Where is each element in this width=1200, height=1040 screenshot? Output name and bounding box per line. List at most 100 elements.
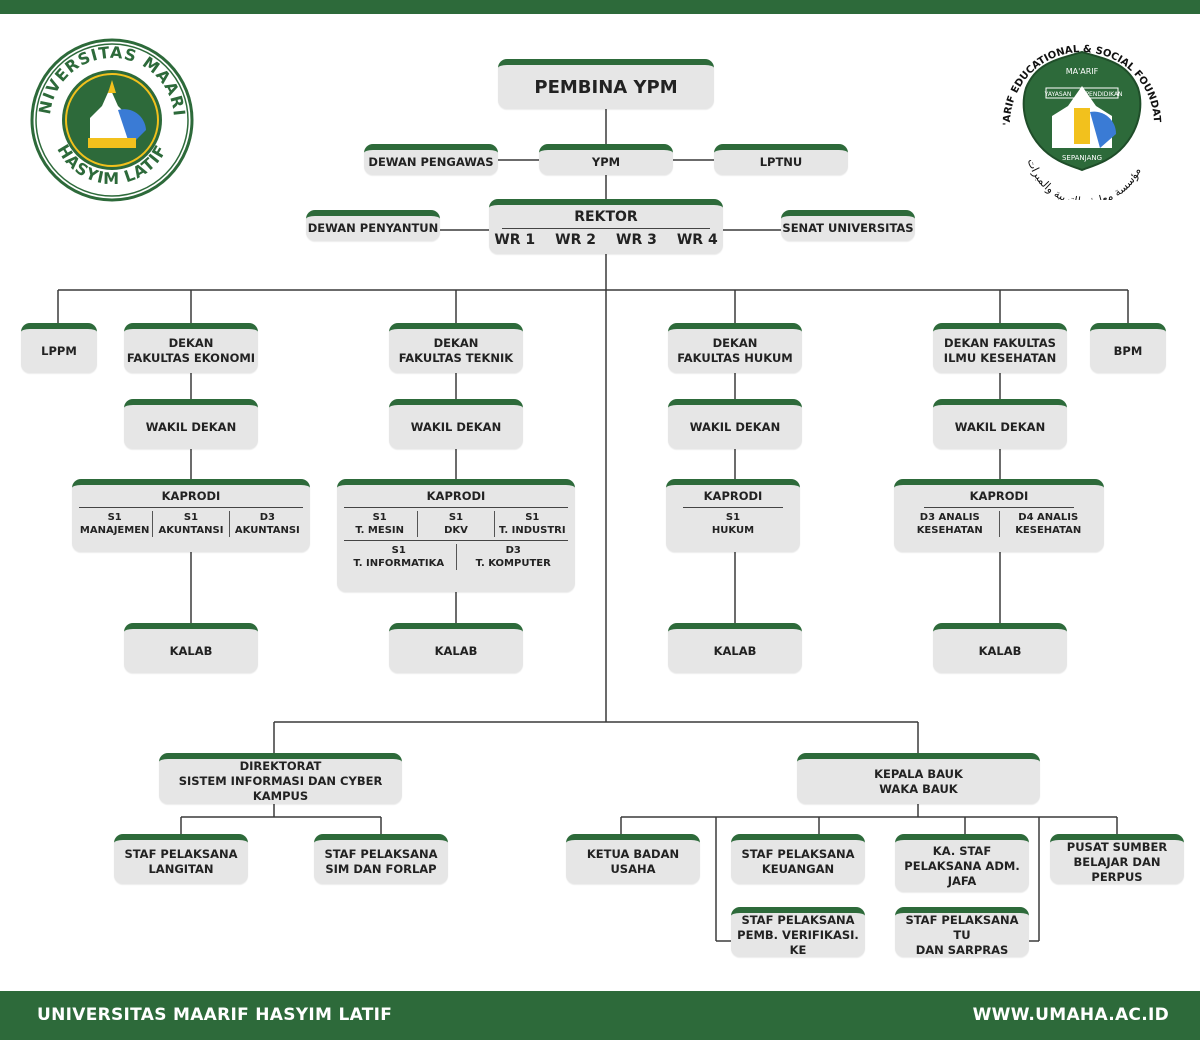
staf-langitan-box: STAF PELAKSANA LANGITAN [114, 834, 248, 884]
dekan-teknik-line1: DEKAN [433, 336, 479, 350]
university-logo: UNIVERSITAS MAARIF HASYIM LATIF [30, 38, 194, 202]
direktorat-line1: DIREKTORAT [239, 759, 322, 773]
pusat-sumber-line1: PUSAT SUMBER [1066, 839, 1168, 854]
prodi-s1-t-industri: S1 T. INDUSTRI [493, 511, 570, 537]
dekan-ekonomi-line1: DEKAN [168, 336, 214, 350]
senat-universitas-label: SENAT UNIVERSITAS [782, 221, 914, 235]
kaprodi-kesehatan-box: KAPRODI D3 ANALIS KESEHATAN D4 ANALIS KE… [894, 479, 1104, 552]
footer-website-link[interactable]: WWW.UMAHA.AC.ID [972, 1005, 1169, 1025]
staf-sim-line1: STAF PELAKSANA [324, 847, 438, 861]
kalab-hukum-box: KALAB [668, 623, 802, 673]
wakil-dekan-hukum-box: WAKIL DEKAN [668, 399, 802, 449]
bauk-box: KEPALA BAUK WAKA BAUK [797, 753, 1040, 804]
lptnu-box: LPTNU [714, 144, 848, 175]
dekan-hukum-box: DEKAN FAKULTAS HUKUM [668, 323, 802, 373]
ypm-box: YPM [539, 144, 673, 175]
wakil-dekan-teknik-box: WAKIL DEKAN [389, 399, 523, 449]
footer-bar: UNIVERSITAS MAARIF HASYIM LATIF WWW.UMAH… [0, 991, 1200, 1040]
bauk-line2: WAKA BAUK [879, 781, 958, 796]
prodi-name: T. INDUSTRI [499, 525, 566, 536]
prodi-degree: D4 ANALIS [1018, 512, 1079, 523]
prodi-degree: S1 [183, 512, 199, 523]
lppm-label: LPPM [41, 343, 77, 358]
kaprodi-hukum-title: KAPRODI [703, 489, 763, 503]
prodi-name: KESEHATAN [1015, 525, 1082, 536]
ketua-badan-line2: USAHA [610, 862, 656, 876]
prodi-d3-t-komputer: D3 T. KOMPUTER [455, 544, 571, 570]
logo-right-label-left: YAYASAN [1044, 91, 1072, 98]
wakil-dekan-ekonomi-box: WAKIL DEKAN [124, 399, 258, 449]
dekan-kesehatan-line1: DEKAN FAKULTAS [944, 336, 1056, 350]
dekan-ekonomi-box: DEKAN FAKULTAS EKONOMI [124, 323, 258, 373]
wr-1-label: WR 1 [494, 232, 536, 248]
staf-verifikasi-box: STAF PELAKSANA PEMB. VERIFIKASI. KE [731, 907, 865, 957]
lptnu-label: LPTNU [759, 155, 803, 169]
direktorat-box: DIREKTORAT SISTEM INFORMASI DAN CYBER KA… [159, 753, 402, 804]
prodi-degree: D3 ANALIS [919, 512, 980, 523]
dewan-pengawas-box: DEWAN PENGAWAS [364, 144, 498, 175]
kaprodi-hukum-box: KAPRODI S1 HUKUM [666, 479, 800, 552]
pusat-sumber-box: PUSAT SUMBER BELAJAR DAN PERPUS [1050, 834, 1184, 884]
staf-langitan-line2: LANGITAN [148, 862, 214, 876]
staf-tu-line2: DAN SARPRAS [915, 942, 1009, 957]
rektor-label: REKTOR [574, 209, 638, 225]
kalab-kesehatan-box: KALAB [933, 623, 1067, 673]
kalab-ekonomi-box: KALAB [124, 623, 258, 673]
prodi-name: DKV [444, 525, 468, 536]
kaprodi-teknik-box: KAPRODI S1 T. MESIN S1 DKV S1 T. INDUSTR… [337, 479, 575, 592]
ka-staf-line3: JAFA [947, 873, 977, 888]
foundation-logo: MA'ARIF EDUCATIONAL & SOCIAL FOUNDATION … [996, 30, 1162, 200]
prodi-degree: S1 [525, 512, 540, 523]
staf-sim-line2: SIM DAN FORLAP [325, 862, 437, 876]
pusat-sumber-line2: BELAJAR DAN PERPUS [1073, 854, 1161, 884]
dekan-hukum-line2: FAKULTAS HUKUM [677, 351, 793, 365]
kaprodi-teknik-title: KAPRODI [426, 489, 486, 503]
wakil-dekan-kesehatan-box: WAKIL DEKAN [933, 399, 1067, 449]
kalab-kesehatan-label: KALAB [978, 643, 1022, 658]
prodi-degree: D3 [259, 512, 275, 523]
staf-langitan-line1: STAF PELAKSANA [124, 847, 238, 861]
senat-universitas-box: SENAT UNIVERSITAS [781, 210, 915, 241]
dekan-kesehatan-box: DEKAN FAKULTAS ILMU KESEHATAN [933, 323, 1067, 373]
prodi-s1-t-informatika: S1 T. INFORMATIKA [342, 544, 456, 570]
kalab-hukum-label: KALAB [713, 643, 757, 658]
kaprodi-ekonomi-box: KAPRODI S1 MANAJEMEN S1 AKUNTANSI D3 AKU… [72, 479, 310, 552]
wakil-dekan-teknik-label: WAKIL DEKAN [410, 419, 502, 434]
prodi-d4-analis-kesehatan: D4 ANALIS KESEHATAN [998, 511, 1098, 537]
bauk-line1: KEPALA BAUK [874, 766, 963, 781]
dekan-hukum-line1: DEKAN [712, 336, 758, 350]
staf-tu-box: STAF PELAKSANA TU DAN SARPRAS [895, 907, 1029, 957]
prodi-degree: D3 [505, 545, 521, 556]
kaprodi-kesehatan-title: KAPRODI [969, 489, 1029, 503]
kalab-ekonomi-label: KALAB [169, 643, 213, 658]
prodi-degree: S1 [448, 512, 464, 523]
kalab-teknik-box: KALAB [389, 623, 523, 673]
prodi-degree: S1 [372, 512, 387, 523]
rektor-box: REKTOR WR 1 WR 2 WR 3 WR 4 [489, 199, 723, 254]
prodi-degree: S1 [391, 545, 406, 556]
prodi-s1-manajemen: S1 MANAJEMEN [77, 511, 152, 537]
logo-right-inner-top: MA'ARIF [1066, 67, 1099, 76]
ketua-badan-line1: KETUA BADAN [586, 847, 680, 861]
dekan-kesehatan-line2: ILMU KESEHATAN [943, 351, 1057, 365]
staf-keuangan-line1: STAF PELAKSANA [741, 847, 855, 861]
ka-staf-line2: PELAKSANA ADM. [904, 858, 1020, 873]
dewan-pengawas-label: DEWAN PENGAWAS [368, 155, 494, 169]
ka-staf-line1: KA. STAF [932, 843, 992, 858]
prodi-name: T. INFORMATIKA [353, 558, 445, 569]
wakil-dekan-kesehatan-label: WAKIL DEKAN [954, 419, 1046, 434]
prodi-name: T. KOMPUTER [475, 558, 551, 569]
wr-2-label: WR 2 [555, 232, 596, 248]
dewan-penyantun-box: DEWAN PENYANTUN [306, 210, 440, 241]
staf-verifikasi-line1: STAF PELAKSANA [741, 912, 855, 927]
direktorat-line2: SISTEM INFORMASI DAN CYBER KAMPUS [178, 774, 383, 803]
kalab-teknik-label: KALAB [434, 643, 478, 658]
prodi-name: AKUNTANSI [234, 525, 300, 536]
staf-tu-line1: STAF PELAKSANA TU [905, 912, 1019, 942]
wakil-dekan-ekonomi-label: WAKIL DEKAN [145, 419, 237, 434]
staf-keuangan-box: STAF PELAKSANA KEUANGAN [731, 834, 865, 884]
prodi-s1-t-mesin: S1 T. MESIN [342, 511, 417, 537]
prodi-d3-akuntansi: D3 AKUNTANSI [228, 511, 305, 537]
prodi-s1-dkv: S1 DKV [417, 511, 493, 537]
